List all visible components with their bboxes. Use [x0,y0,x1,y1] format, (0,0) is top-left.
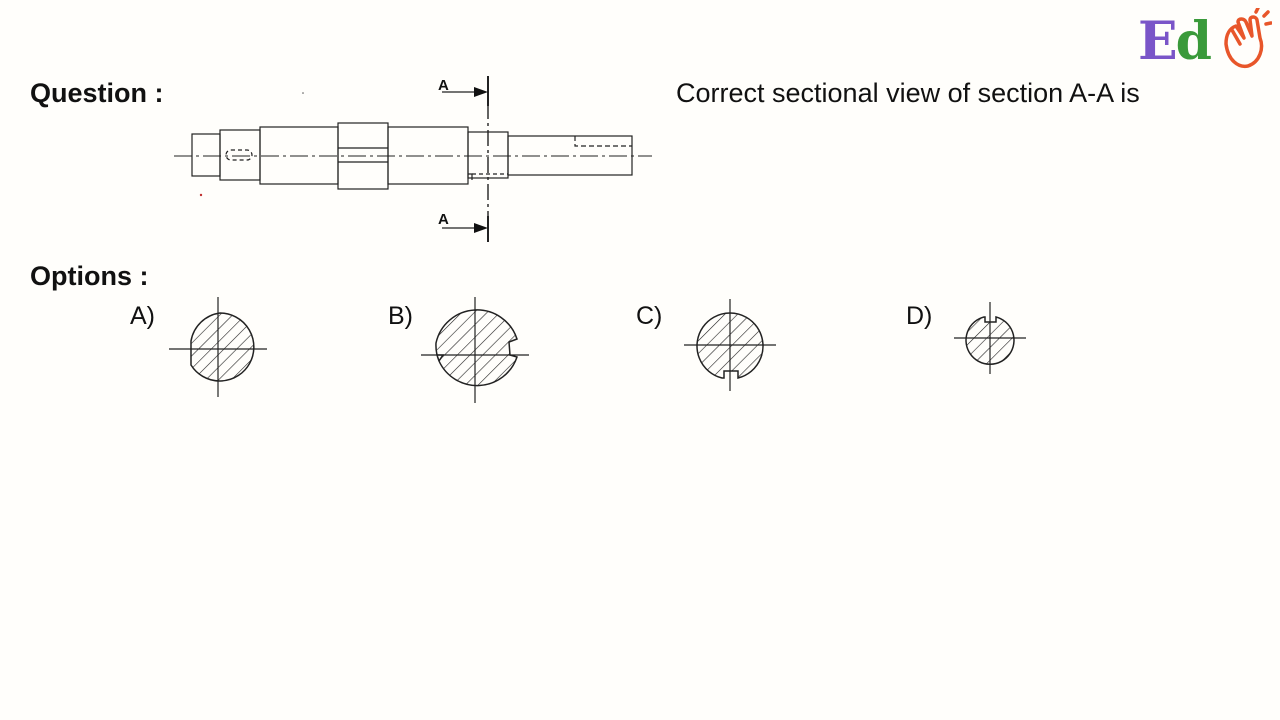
section-label-top: A [438,77,449,94]
option-b-letter[interactable]: B) [388,302,413,330]
section-label-bottom: A [438,211,449,228]
option-a-section[interactable] [165,293,275,403]
options-label: Options : [30,261,149,291]
question-label: Question : [30,78,164,108]
logo-wordmark: Ed [1138,11,1212,72]
option-c-section[interactable] [680,295,780,395]
clapping-hands-icon [1224,8,1272,69]
option-d-letter[interactable]: D) [906,302,933,330]
question-text: Correct sectional view of section A-A is [676,78,1140,108]
option-b-section[interactable] [415,295,535,405]
option-c-letter[interactable]: C) [636,302,663,330]
shaft-drawing: A A [174,76,652,242]
option-d-section[interactable] [950,298,1030,378]
option-a-letter[interactable]: A) [130,302,155,330]
edu-logo: Ed [1138,8,1272,72]
